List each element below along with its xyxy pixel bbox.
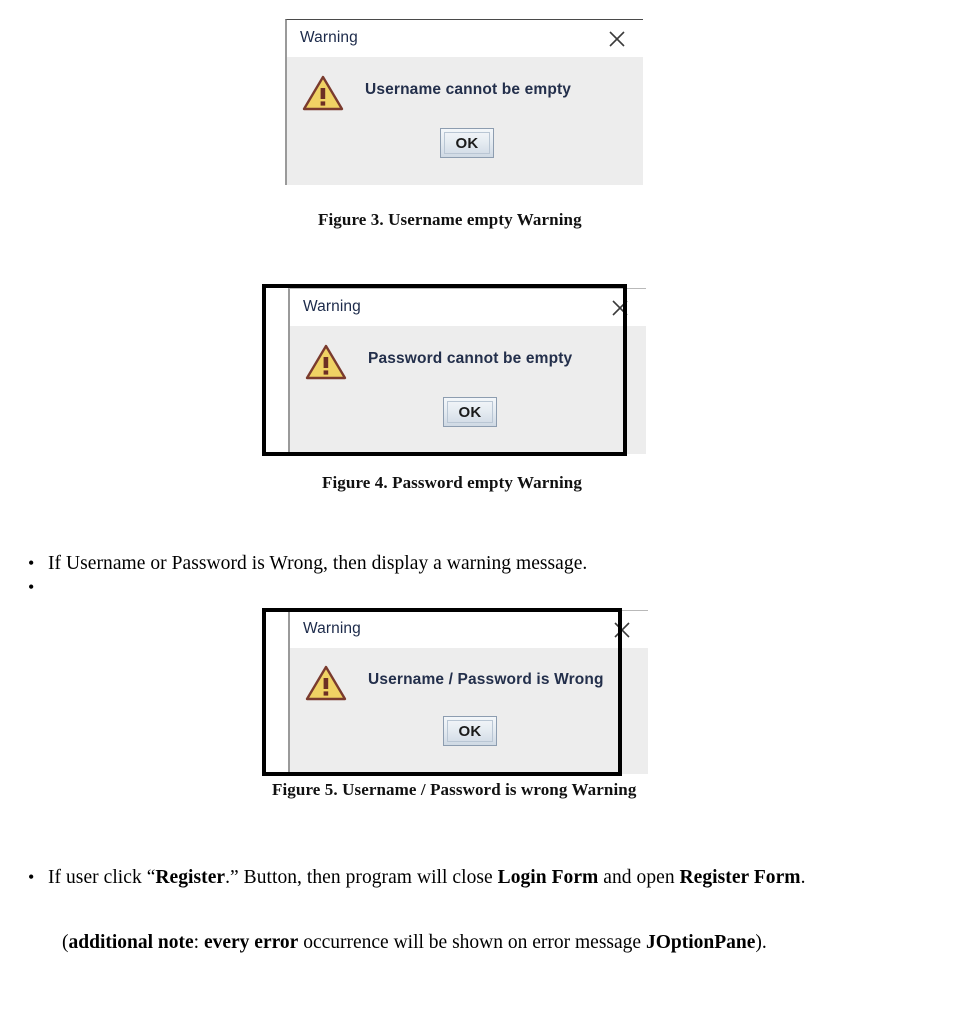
- ok-button[interactable]: OK: [440, 128, 494, 158]
- dialog-message: Username cannot be empty: [365, 81, 572, 98]
- register-text-part2: .” Button, then program will close: [225, 867, 498, 888]
- ok-button-label: OK: [447, 401, 493, 423]
- bullet-text-register: If user click “Register.” Button, then p…: [48, 867, 806, 889]
- bullet-text: If Username or Password is Wrong, then d…: [48, 553, 588, 574]
- bullet-item-register: If user click “Register.” Button, then p…: [28, 867, 806, 889]
- ok-button-label: OK: [444, 132, 490, 154]
- warning-triangle-icon: [302, 74, 344, 112]
- dialog-title: Warning: [303, 620, 361, 637]
- figure-5-caption: Figure 5. Username / Password is wrong W…: [272, 780, 637, 799]
- bullet-item-empty: [28, 578, 48, 596]
- dialog-body: Username / Password is Wrong OK: [288, 648, 648, 774]
- dialog-username-empty[interactable]: Warning Username cannot be empty OK: [285, 19, 643, 185]
- close-x-icon[interactable]: [606, 28, 628, 50]
- ok-button[interactable]: OK: [443, 397, 497, 427]
- dialog-wrong-credentials[interactable]: Warning Username / Password is Wrong OK: [288, 610, 648, 774]
- dialog-message: Password cannot be empty: [368, 350, 573, 367]
- note-bold-joptionpane: JOptionPane: [645, 932, 756, 953]
- register-text-part1: If user click “: [48, 867, 156, 888]
- bullet-item-wrong-credentials: If Username or Password is Wrong, then d…: [28, 553, 587, 575]
- bullet-marker: [28, 868, 48, 886]
- register-bold-login-form: Login Form: [497, 867, 599, 888]
- ok-button-label: OK: [447, 720, 493, 742]
- register-text-part4: .: [800, 867, 806, 888]
- dialog-body: Username cannot be empty OK: [285, 57, 643, 185]
- warning-triangle-icon: [305, 664, 347, 702]
- register-bold-register: Register: [155, 867, 226, 888]
- note-text-part3: ).: [755, 932, 767, 953]
- bullet-marker: [28, 554, 48, 572]
- dialog-message: Username / Password is Wrong: [368, 671, 604, 688]
- note-bold-additional-note: additional note: [68, 932, 194, 953]
- dialog-title: Warning: [303, 298, 361, 315]
- dialog-titlebar[interactable]: Warning: [288, 288, 646, 326]
- dialog-password-empty[interactable]: Warning Password cannot be empty OK: [288, 288, 646, 454]
- note-open-paren: (: [62, 932, 69, 953]
- dialog-titlebar[interactable]: Warning: [288, 610, 648, 648]
- register-text-part3: and open: [598, 867, 680, 888]
- dialog-body: Password cannot be empty OK: [288, 326, 646, 454]
- figure-4-caption: Figure 4. Password empty Warning: [322, 473, 582, 492]
- dialog-title: Warning: [300, 29, 358, 46]
- note-text-part1: :: [193, 932, 204, 953]
- close-x-icon[interactable]: [609, 297, 631, 319]
- bullet-marker: [28, 578, 48, 596]
- register-bold-register-form: Register Form: [679, 867, 801, 888]
- note-bold-every-error: every error: [203, 932, 299, 953]
- note-text-part2: occurrence will be shown on error messag…: [298, 932, 646, 953]
- close-x-icon[interactable]: [611, 619, 633, 641]
- ok-button[interactable]: OK: [443, 716, 497, 746]
- additional-note: (additional note: every error occurrence…: [62, 932, 767, 954]
- figure-3-caption: Figure 3. Username empty Warning: [318, 210, 582, 229]
- dialog-titlebar[interactable]: Warning: [285, 19, 643, 57]
- warning-triangle-icon: [305, 343, 347, 381]
